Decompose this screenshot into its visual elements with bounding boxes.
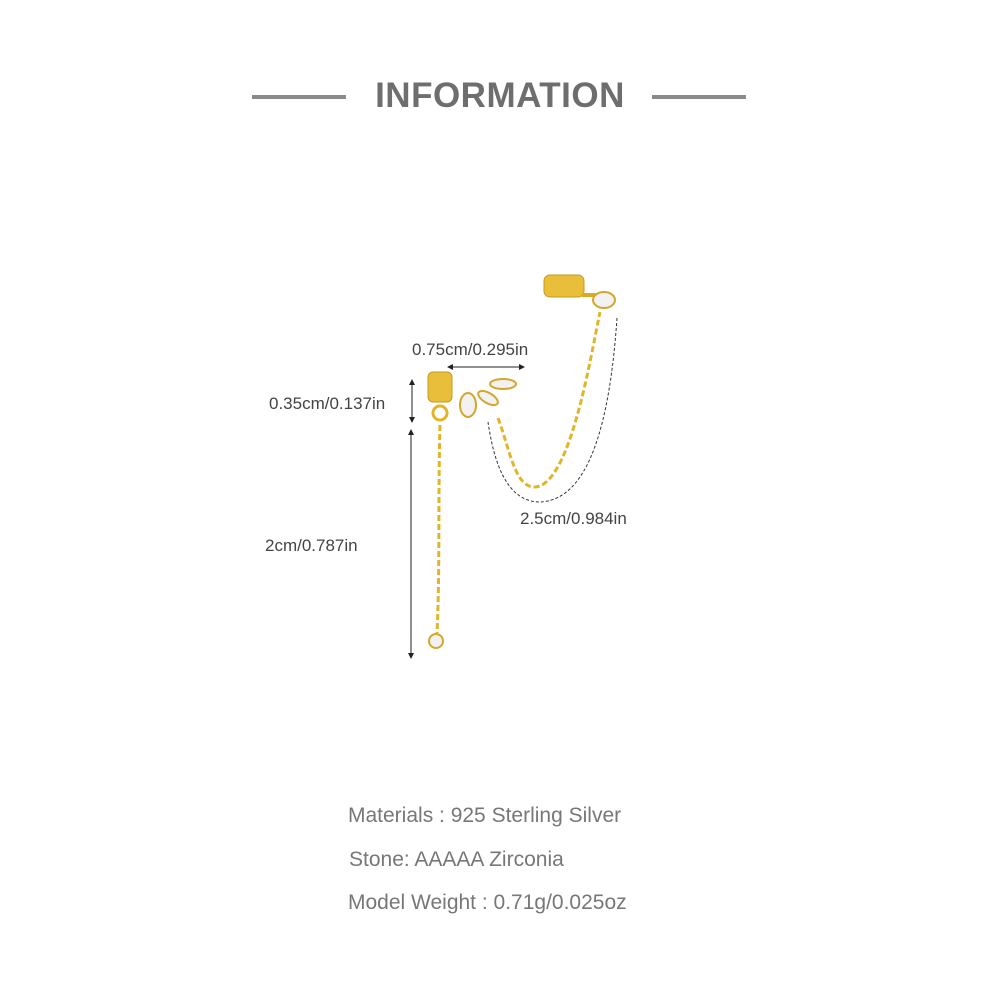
title-rule-right xyxy=(652,95,746,99)
height-label: 0.35cm/0.137in xyxy=(269,394,386,413)
title-rule-left xyxy=(252,95,346,99)
drop-length-label: 2cm/0.787in xyxy=(265,536,358,555)
stone-marquise-2 xyxy=(489,378,517,390)
spec-stone: Stone: AAAAA Zirconia xyxy=(349,848,564,871)
chain-length-label: 2.5cm/0.984in xyxy=(520,509,627,528)
right-stud-post xyxy=(582,293,596,297)
width-label: 0.75cm/0.295in xyxy=(412,340,529,359)
connecting-chain xyxy=(496,311,602,489)
drop-stone xyxy=(428,633,444,649)
stone-right xyxy=(592,291,616,309)
spec-materials: Materials : 925 Sterling Silver xyxy=(348,804,622,827)
drop-chain xyxy=(435,424,442,634)
jump-ring xyxy=(431,404,449,422)
right-stud-back xyxy=(543,274,585,298)
chain-length-dashed-curve xyxy=(487,317,618,503)
spec-weight: Model Weight : 0.71g/0.025oz xyxy=(348,891,627,914)
stone-pear xyxy=(459,392,477,418)
page-title: INFORMATION xyxy=(375,76,625,115)
left-stud-back xyxy=(427,371,453,403)
stone-marquise-1 xyxy=(477,390,499,406)
